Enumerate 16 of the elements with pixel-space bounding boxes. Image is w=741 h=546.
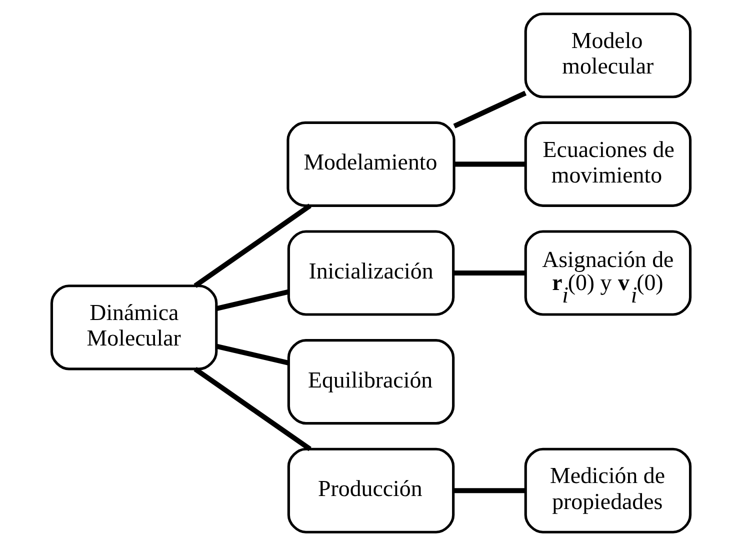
node-box: Dinámica Molecular [50,284,218,370]
connector [216,344,289,366]
connector [454,162,525,167]
connector [216,289,289,311]
connector [453,488,525,494]
node-box: Producción [286,448,454,534]
node-box: Equilibración [286,339,454,425]
node-box: Inicialización [286,230,454,316]
node-box: Modelamiento [286,121,455,207]
connector [193,204,311,288]
node-box: Medición de propiedades [524,448,692,534]
node-box: Ecuaciones de movimiento [524,121,692,207]
connector [452,90,526,128]
connector [193,366,311,452]
connector [453,270,525,276]
node-box: Modelo molecular [524,12,692,98]
